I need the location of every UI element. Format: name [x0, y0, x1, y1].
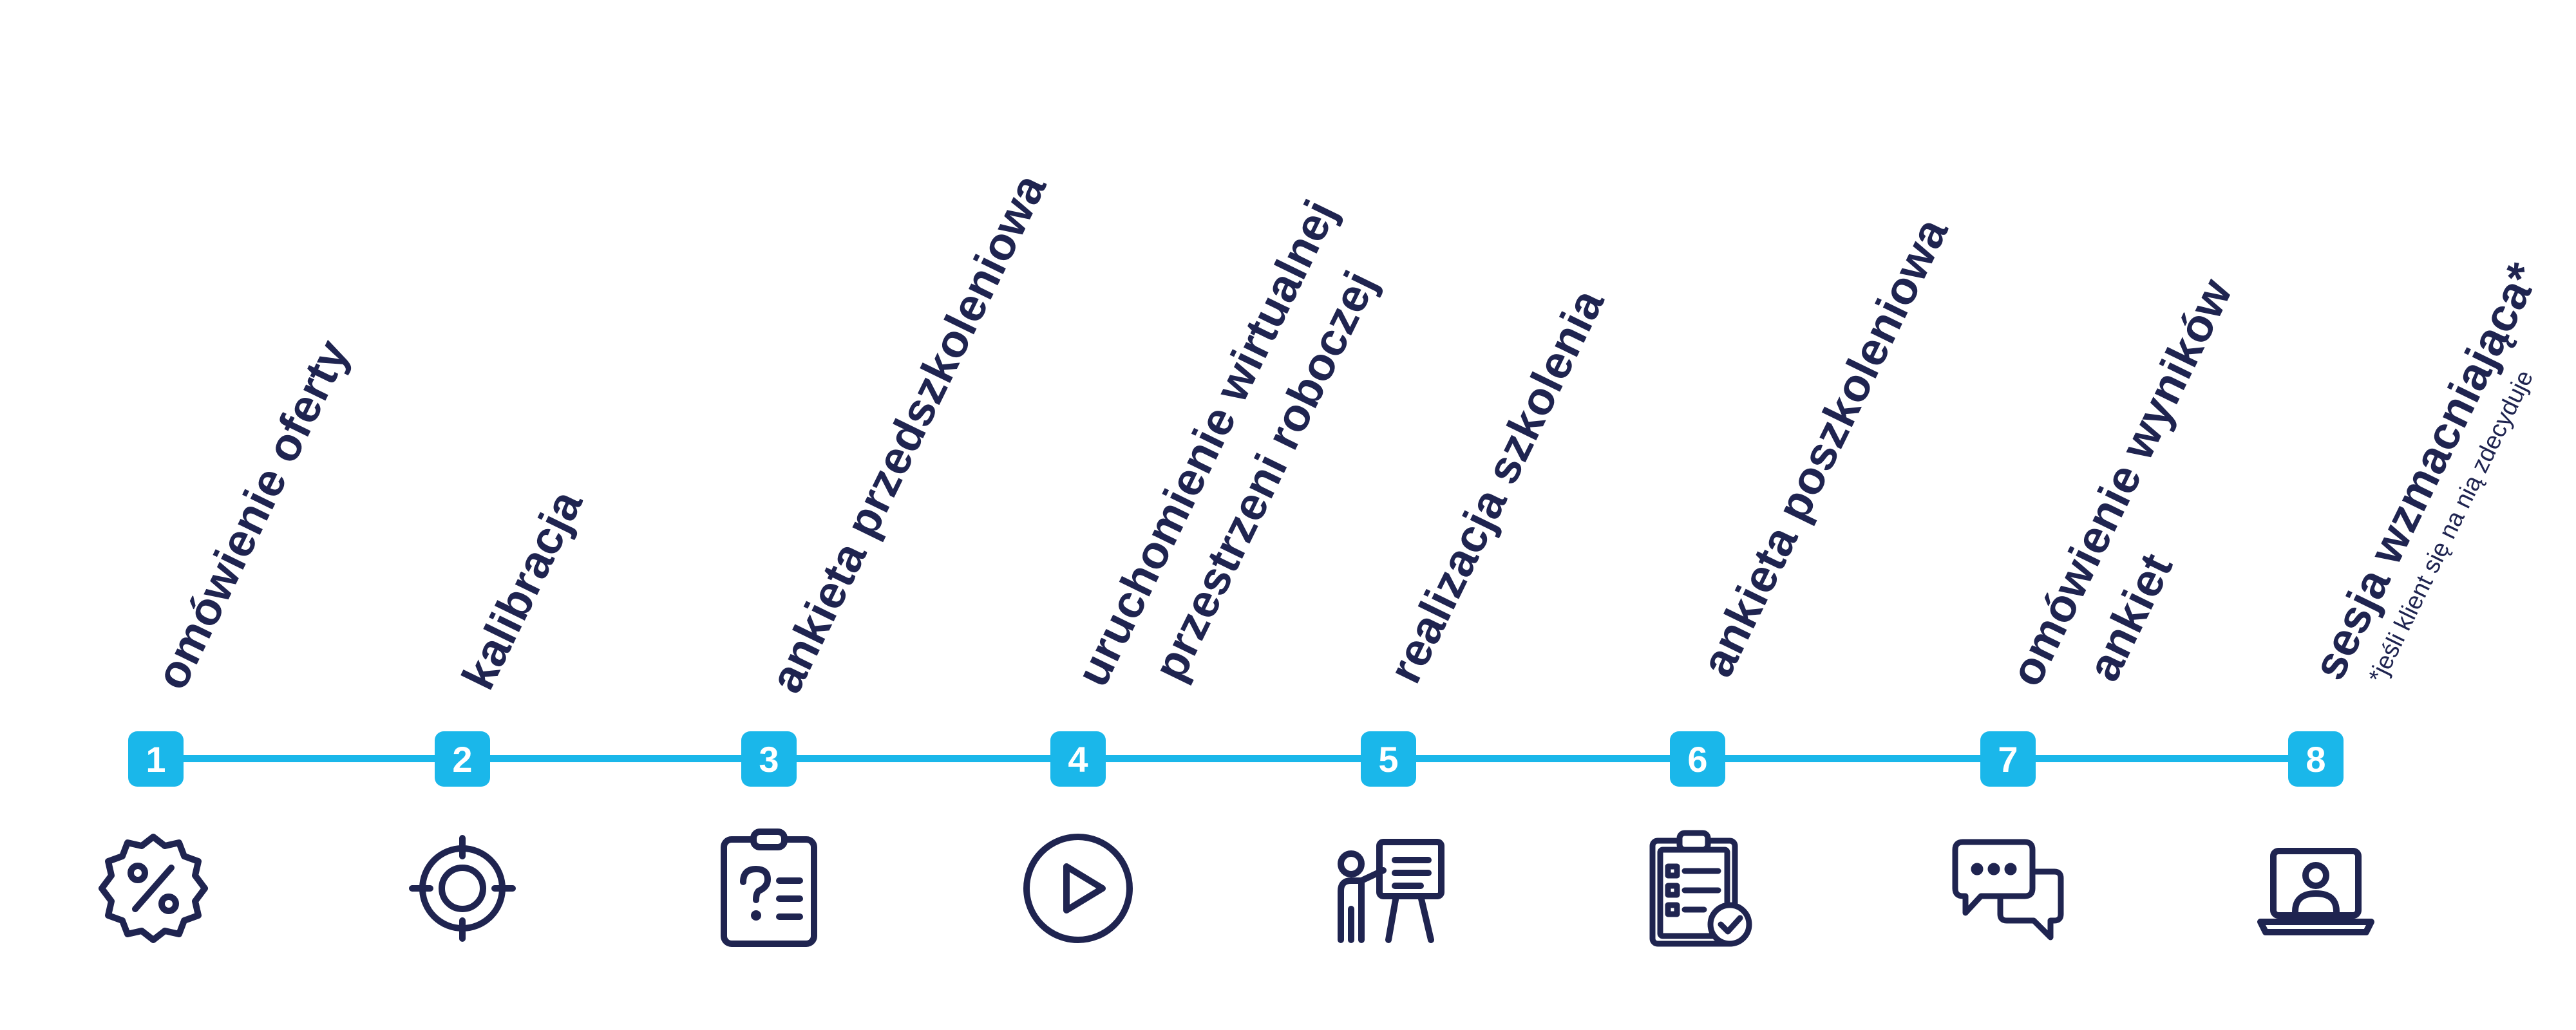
step-8-label: sesja wzmacniająca*: [2303, 255, 2550, 688]
chat-bubbles-icon: [1944, 824, 2072, 953]
timeline-line: [167, 755, 2331, 762]
step-4-badge: 4: [1050, 731, 1106, 787]
laptop-user-icon: [2251, 824, 2380, 953]
step-2-label-text: kalibracja: [452, 482, 592, 698]
step-6-label-text: ankieta poszkoleniowa: [1691, 210, 1958, 685]
step-8-badge: 8: [2288, 731, 2344, 787]
step-2-badge: 2: [435, 731, 490, 787]
step-6-badge: 6: [1670, 731, 1725, 787]
step-8-label-text: sesja wzmacniająca*: [2303, 255, 2550, 688]
step-4-label: uruchomienie wirtualnej przestrzeni robo…: [1066, 192, 1405, 722]
step-5-badge: 5: [1361, 731, 1416, 787]
step-2-label: kalibracja: [452, 482, 592, 698]
question-clipboard-icon: [705, 824, 833, 953]
checklist-approved-icon: [1633, 824, 1762, 953]
step-6-label: ankieta poszkoleniowa: [1691, 210, 1958, 685]
step-1-badge: 1: [128, 731, 184, 787]
step-7-badge: 7: [1980, 731, 2036, 787]
step-1-label: omówienie oferty: [146, 332, 359, 698]
play-icon: [1014, 824, 1142, 953]
step-3-label: ankieta przedszkoleniowa: [760, 166, 1056, 701]
step-3-badge: 3: [741, 731, 797, 787]
step-3-label-text: ankieta przedszkoleniowa: [760, 166, 1056, 701]
step-7-label: omówienie wyników ankiet: [2000, 271, 2300, 722]
percent-badge-icon: [89, 824, 218, 953]
step-5-label-text: realizacja szkolenia: [1379, 281, 1615, 691]
target-icon: [398, 824, 527, 953]
presenter-icon: [1324, 824, 1453, 953]
step-1-label-text: omówienie oferty: [146, 332, 359, 698]
step-5-label: realizacja szkolenia: [1379, 281, 1615, 691]
